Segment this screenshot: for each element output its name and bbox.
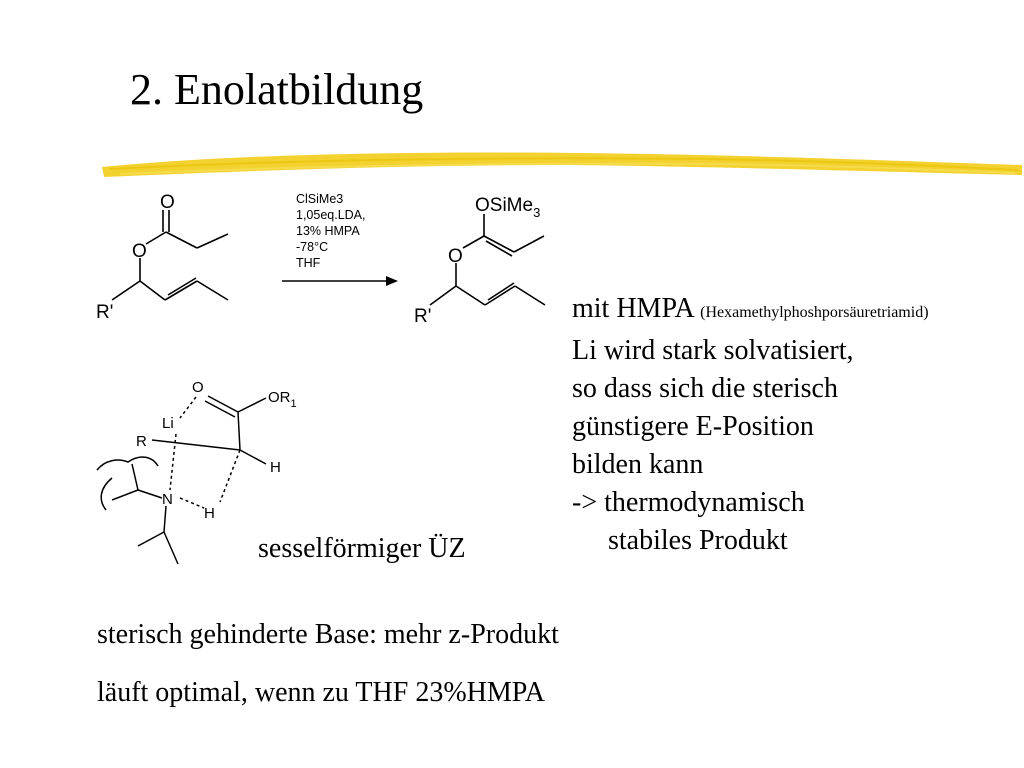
ts-o-label: O xyxy=(192,379,204,396)
product-silyl-group: OSiMe3 xyxy=(475,195,540,220)
ts-h2-label: H xyxy=(204,505,215,522)
explanation-line-1: mit HMPA (Hexamethylphoshporsäuretriamid… xyxy=(572,290,929,332)
slide-title: 2. Enolatbildung xyxy=(130,65,424,114)
ts-or-text: OR xyxy=(268,389,291,406)
condition-line: 1,05eq.LDA, xyxy=(296,208,366,222)
ts-or-subscript: 1 xyxy=(291,398,297,410)
reactant-r-group: R' xyxy=(96,302,113,323)
explanation-text: mit HMPA (Hexamethylphoshporsäuretriamid… xyxy=(572,290,929,560)
product-ester-o: O xyxy=(448,246,463,267)
note-optimal-conditions: läuft optimal, wenn zu THF 23%HMPA xyxy=(97,677,545,708)
reactant-ester-o: O xyxy=(132,241,147,262)
explanation-line: stabiles Produkt xyxy=(608,525,788,556)
explanation-line: -> thermodynamisch xyxy=(572,487,805,518)
explanation-line: günstigere E-Position xyxy=(572,411,814,442)
explanation-line: Li wird stark solvatisiert, xyxy=(572,335,854,366)
explanation-hmpa: mit HMPA xyxy=(572,293,694,324)
ts-n-label: N xyxy=(162,491,173,508)
ts-r-label: R xyxy=(136,433,147,450)
condition-line: 13% HMPA xyxy=(296,224,360,238)
reaction-arrow xyxy=(282,276,398,286)
ts-h1-label: H xyxy=(270,459,281,476)
note-steric-base: sterisch gehinderte Base: mehr z-Produkt xyxy=(97,619,559,650)
reactant-carbonyl-o: O xyxy=(160,192,175,213)
reactant-structure xyxy=(111,210,229,301)
product-r-group: R' xyxy=(414,306,431,327)
condition-line: -78°C xyxy=(296,240,328,254)
reaction-conditions: ClSiMe3 1,05eq.LDA, 13% HMPA -78°C THF xyxy=(296,192,366,270)
product-structure xyxy=(429,214,546,306)
product-silyl-subscript: 3 xyxy=(533,205,540,220)
ts-li-label: Li xyxy=(162,415,174,432)
title-underline-brushstroke xyxy=(102,152,1022,177)
product-silyl-label: OSiMe xyxy=(475,195,533,216)
explanation-line: bilden kann xyxy=(572,449,704,480)
transition-state-structure xyxy=(96,395,267,565)
transition-state-caption: sesselförmiger ÜZ xyxy=(258,533,466,564)
ts-or-label: OR1 xyxy=(268,389,297,410)
explanation-line: so dass sich die sterisch xyxy=(572,373,838,404)
explanation-hmpa-fullname: (Hexamethylphoshporsäuretriamid) xyxy=(700,304,929,321)
condition-line: ClSiMe3 xyxy=(296,192,343,206)
condition-line: THF xyxy=(296,256,321,270)
